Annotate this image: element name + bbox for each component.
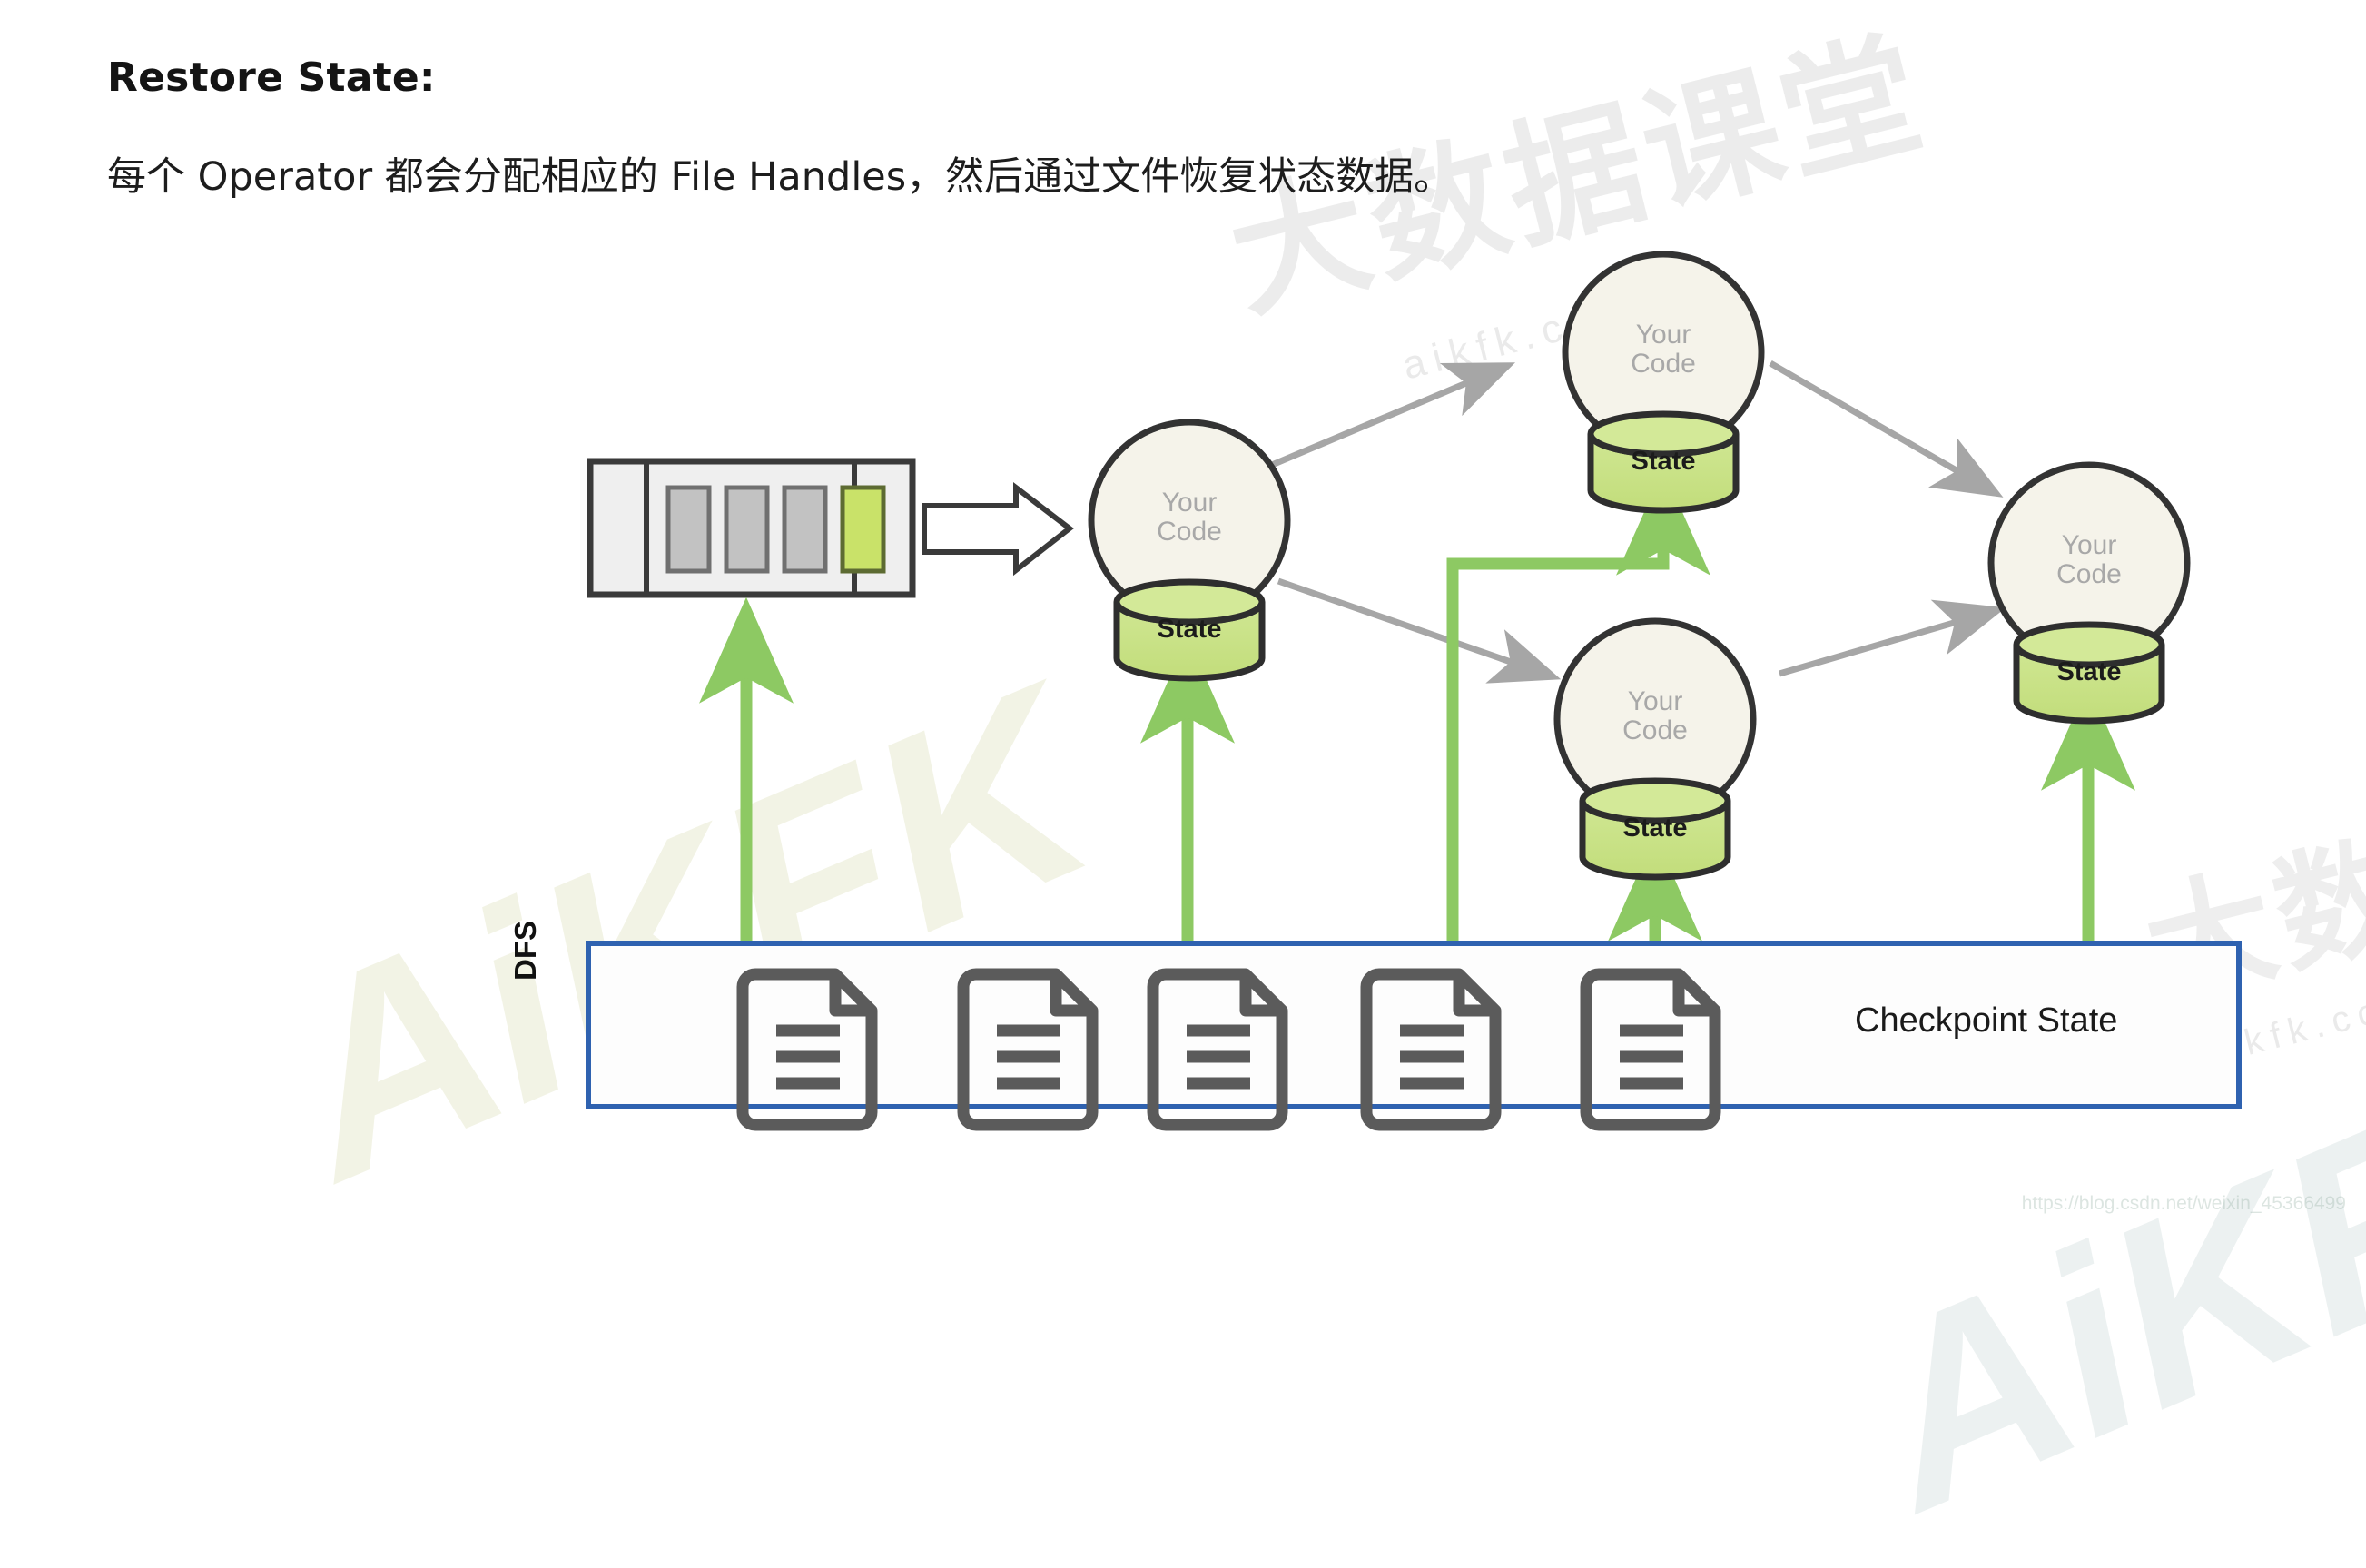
dfs-label: DFS — [508, 921, 542, 981]
dataflow-arrows — [1270, 360, 2006, 684]
file-icon — [1360, 968, 1502, 1131]
page-subtitle: 每个 Operator 都会分配相应的 File Handles，然后通过文件恢… — [107, 154, 1454, 200]
operator-node-op2[interactable] — [1562, 251, 1765, 514]
block-arrow-icon — [922, 481, 1074, 577]
input-buffer[interactable] — [587, 458, 916, 598]
attribution-url: https://blog.csdn.net/weixin_45366499 — [2021, 1193, 2346, 1214]
restore-state-diagram — [586, 251, 2242, 1131]
restore-arrow-op2 — [1446, 468, 1710, 944]
operator-node-op4[interactable] — [1987, 461, 2191, 725]
file-icons — [736, 968, 1721, 1131]
file-icon — [736, 968, 878, 1131]
operator-node-op3[interactable] — [1553, 617, 1757, 881]
checkpoint-state-label: Checkpoint State — [1855, 1001, 2118, 1040]
file-icon — [1580, 968, 1721, 1131]
restore-arrows — [699, 468, 2135, 944]
file-icon — [1147, 968, 1288, 1131]
file-icon — [957, 968, 1099, 1131]
page-title: Restore State: — [107, 54, 436, 101]
operator-node-op1[interactable] — [1088, 419, 1291, 682]
